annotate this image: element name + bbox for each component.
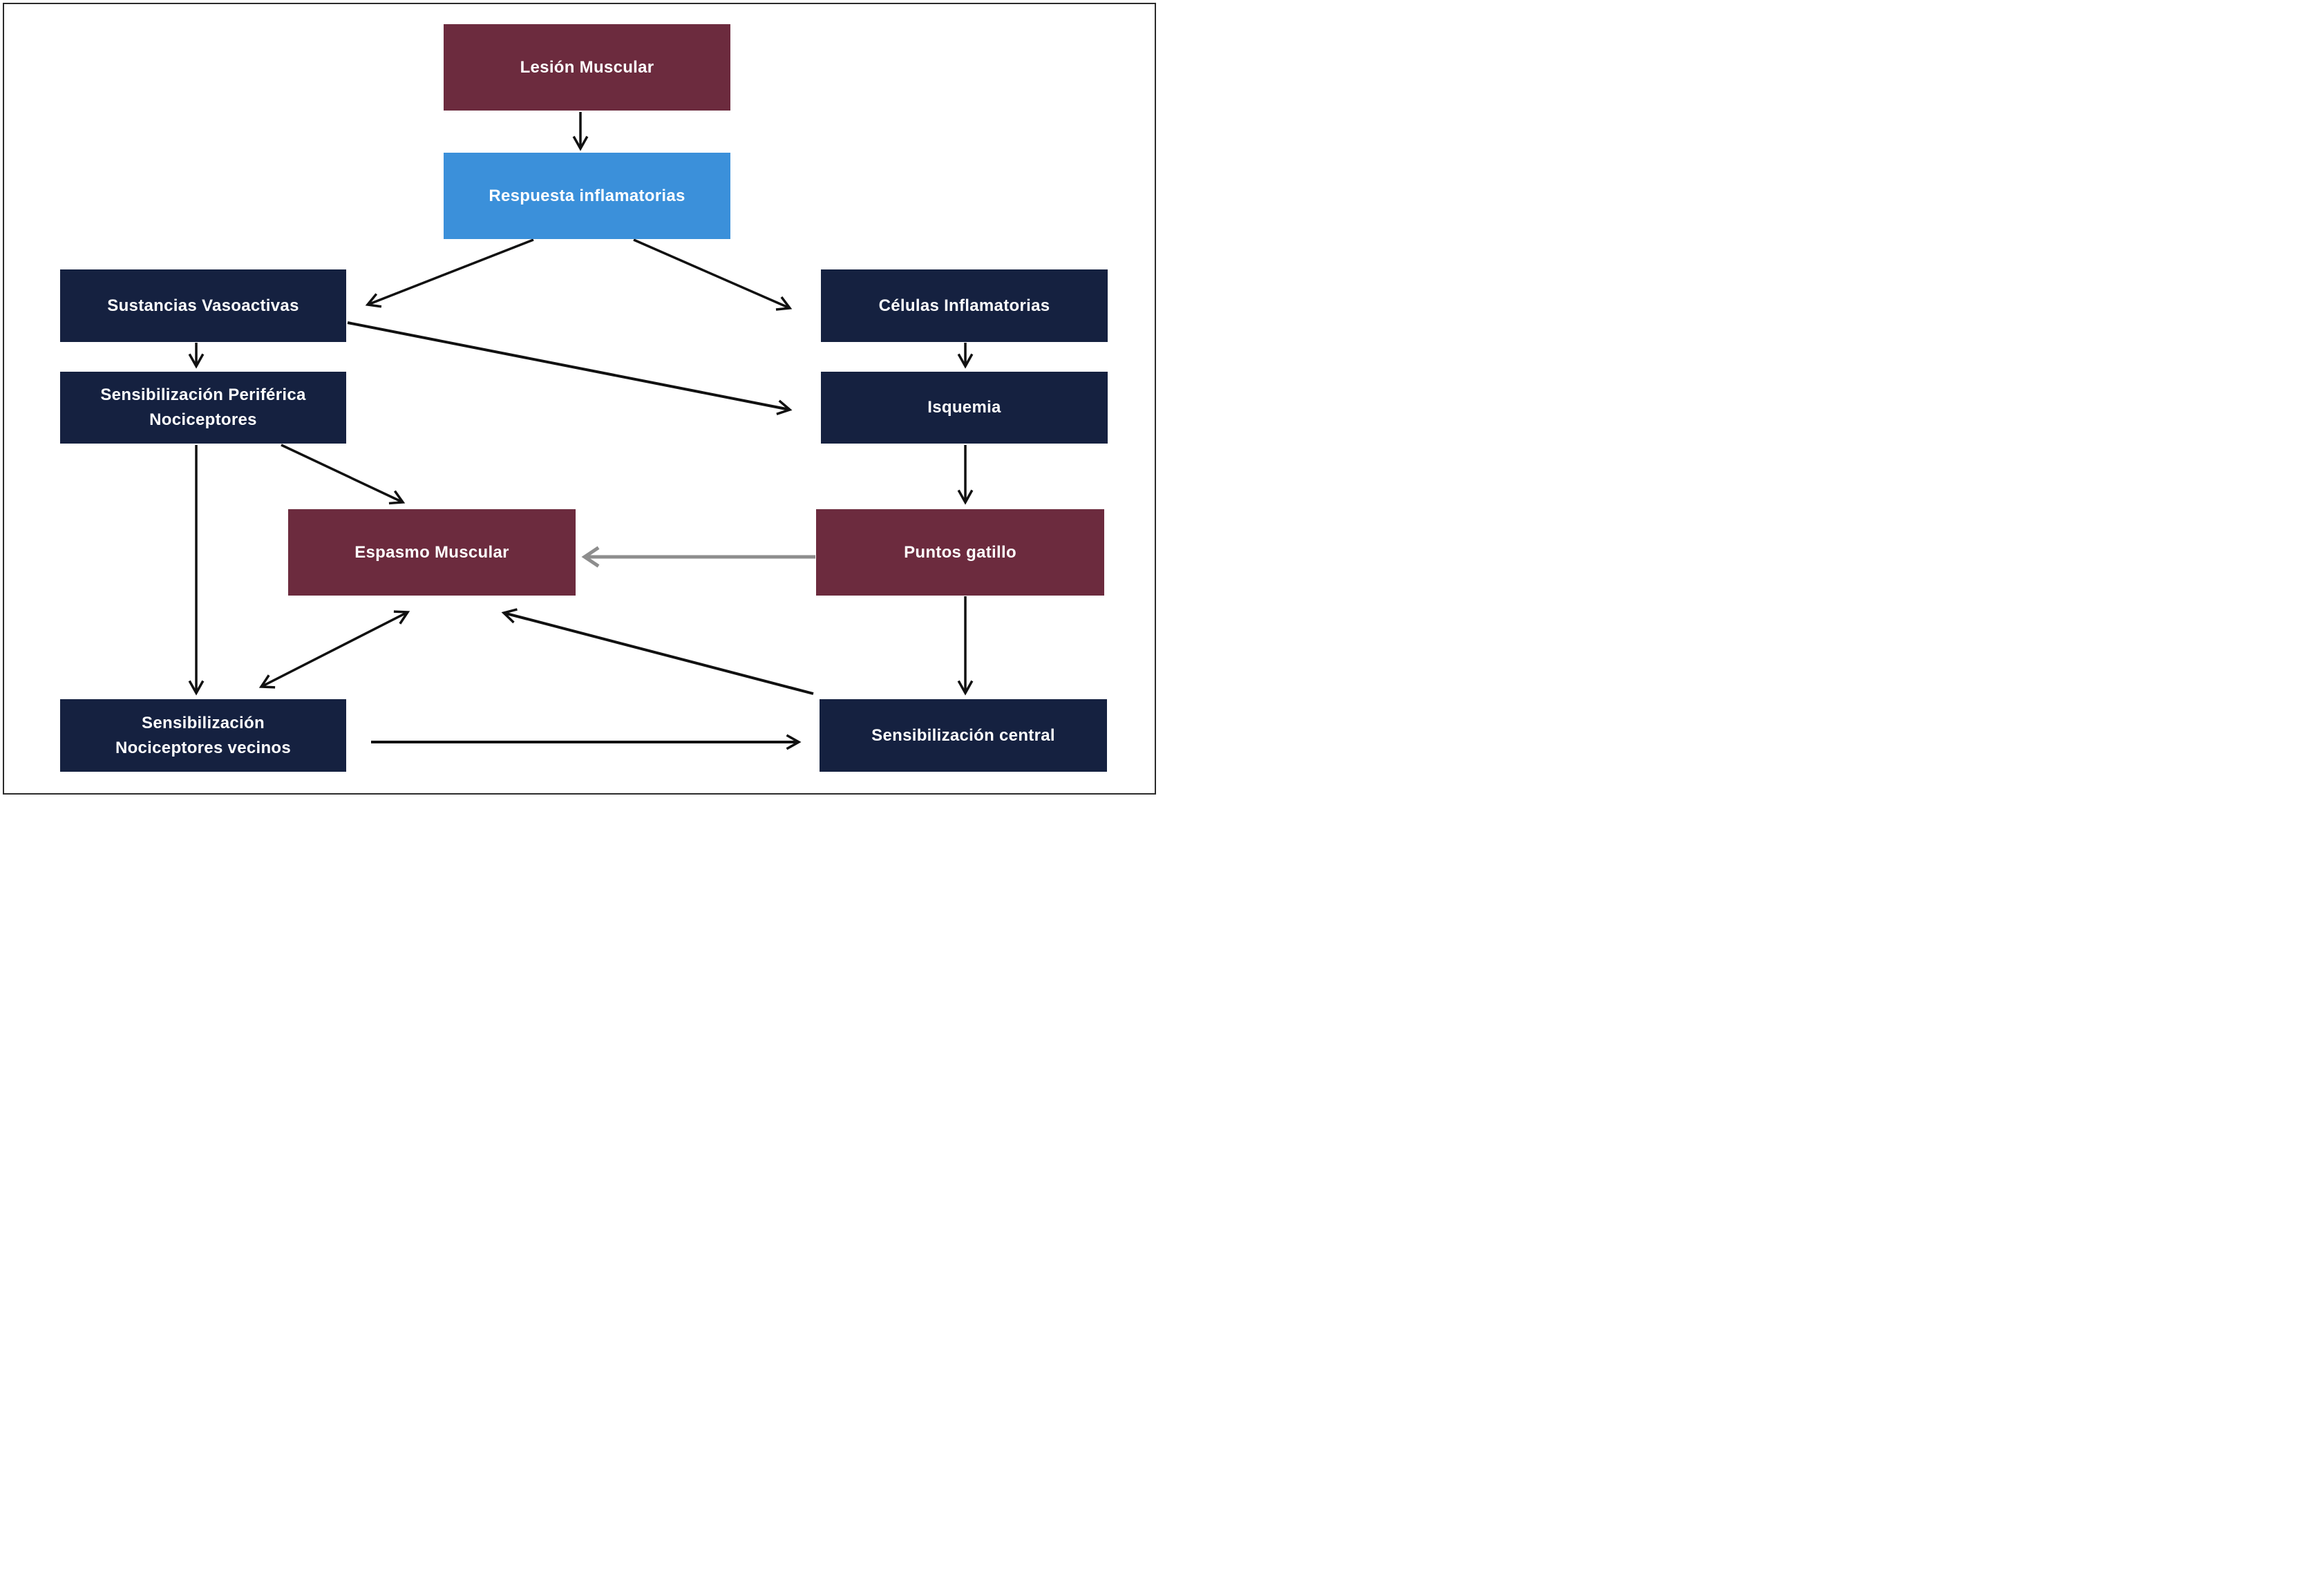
node-label: Sensibilización central bbox=[871, 725, 1055, 745]
node-label: Sensibilización Nociceptores vecinos bbox=[115, 713, 292, 757]
node-celulas-inflamatorias: Células Inflamatorias bbox=[821, 269, 1108, 342]
node-label: Lesión Muscular bbox=[520, 57, 654, 77]
arrow-sensibilizacion-central-to-espasmo bbox=[501, 608, 814, 695]
node-sensibilizacion-periferica: Sensibilización Periférica Nociceptores bbox=[60, 372, 346, 444]
node-sensibilizacion-nociceptores-vecinos: Sensibilización Nociceptores vecinos bbox=[60, 699, 346, 772]
arrow-respuesta-to-celulas bbox=[633, 238, 793, 311]
node-lesion-muscular: Lesión Muscular bbox=[444, 24, 730, 111]
arrow-respuesta-to-sustancias bbox=[365, 238, 534, 308]
node-sensibilizacion-central: Sensibilización central bbox=[820, 699, 1107, 772]
arrow-sensibilizacion-periferica-to-espasmo bbox=[281, 444, 406, 505]
arrow-layer bbox=[188, 112, 974, 750]
node-label: Sensibilización Periférica Nociceptores bbox=[100, 386, 306, 429]
arrow-espasmo-nociceptores-vecinos-bidirectional bbox=[258, 610, 410, 689]
node-label: Sustancias Vasoactivas bbox=[107, 296, 299, 315]
node-label: Isquemia bbox=[927, 398, 1001, 417]
node-isquemia: Isquemia bbox=[821, 372, 1108, 444]
arrow-sustancias-to-isquemia bbox=[347, 321, 793, 415]
node-puntos-gatillo: Puntos gatillo bbox=[816, 509, 1104, 596]
node-label: Respuesta inflamatorias bbox=[489, 186, 685, 205]
node-sustancias-vasoactivas: Sustancias Vasoactivas bbox=[60, 269, 346, 342]
diagram-canvas: Lesión Muscular Respuesta inflamatorias … bbox=[0, 0, 1160, 798]
node-label: Células Inflamatorias bbox=[878, 296, 1050, 315]
node-espasmo-muscular: Espasmo Muscular bbox=[288, 509, 576, 596]
node-label: Espasmo Muscular bbox=[354, 542, 509, 562]
node-respuesta-inflamatorias: Respuesta inflamatorias bbox=[444, 153, 730, 239]
node-label: Puntos gatillo bbox=[904, 542, 1016, 562]
